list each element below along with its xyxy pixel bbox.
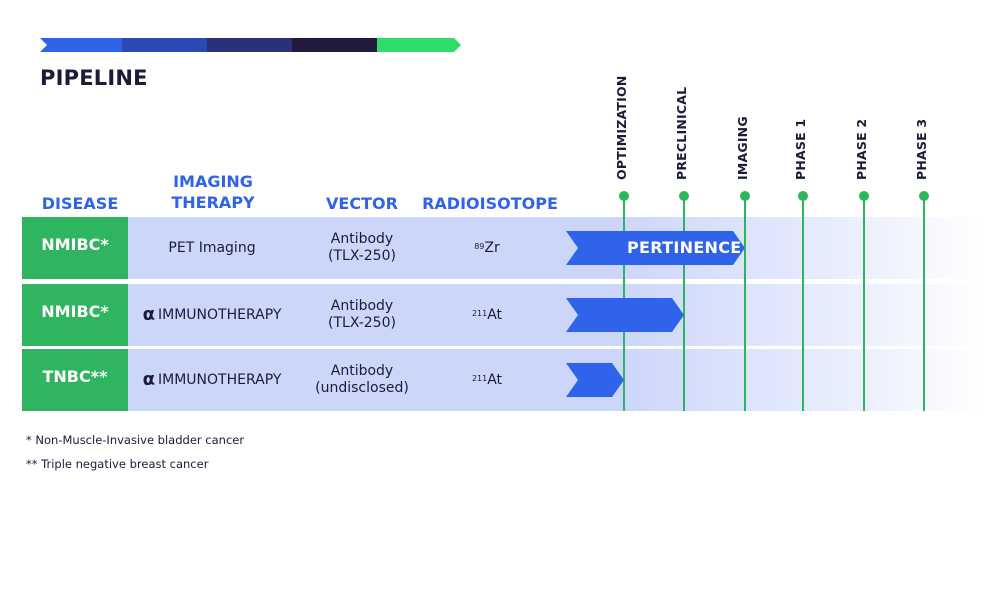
vector-vector-line1: Antibody: [330, 231, 394, 247]
stage-dot: [679, 191, 689, 201]
vector-vector-line2: (TLX-250): [328, 248, 396, 264]
header-disease: DISEASE: [41, 194, 119, 213]
header-imaging-therapy: IMAGING THERAPY: [143, 171, 283, 213]
stage-line: [683, 195, 685, 411]
strip-segment-4: [292, 38, 377, 52]
therapy-cell: PET Imaging: [132, 217, 292, 279]
vector-cell: Antibody(TLX-250): [302, 217, 422, 279]
footnote-2: ** Triple negative breast cancer: [26, 457, 209, 471]
disease-cell: TNBC**: [22, 349, 128, 411]
disease-cell: NMIBC*: [22, 217, 128, 279]
isotope-symbol: At: [487, 306, 503, 323]
strip-segment-2: [122, 38, 207, 52]
stage-label-text: PRECLINICAL: [674, 86, 689, 180]
progress-bar-label: PERTINENCE: [627, 238, 742, 257]
isotope-mass: 89: [474, 241, 485, 251]
alpha-icon: α: [142, 303, 155, 325]
vector-vector-line1: Antibody: [330, 363, 394, 379]
stage-dot: [859, 191, 869, 201]
therapy-text: IMMUNOTHERAPY: [158, 371, 282, 388]
isotope-mass: 211: [471, 308, 488, 318]
therapy-text: PET Imaging: [168, 239, 256, 256]
vector-cell: Antibody(TLX-250): [302, 284, 422, 346]
stage-line: [863, 195, 865, 411]
strip-segment-3: [207, 38, 292, 52]
header-radioisotope: RADIOISOTOPE: [422, 194, 558, 213]
stage-dot: [619, 191, 629, 201]
isotope-symbol: At: [487, 371, 503, 388]
disease-cell: NMIBC*: [22, 284, 128, 346]
progress-bar: PERTINENCE: [566, 231, 745, 265]
stage-line: [802, 195, 804, 411]
vector-vector-line1: Antibody: [330, 298, 394, 314]
vector-vector-line2: (undisclosed): [315, 380, 409, 396]
stage-dot: [740, 191, 750, 201]
header-imaging-therapy-line2: THERAPY: [171, 193, 255, 212]
stage-line: [744, 195, 746, 411]
vector-vector-line2: (TLX-250): [328, 315, 396, 331]
stage-dot: [919, 191, 929, 201]
color-strip: [40, 38, 461, 52]
page-title: PIPELINE: [40, 66, 148, 90]
stage-label-text: IMAGING: [735, 116, 750, 180]
vector-cell: Antibody(undisclosed): [302, 349, 422, 411]
stage-label-text: PHASE 3: [914, 118, 929, 180]
stage-dot: [798, 191, 808, 201]
strip-segment-5: [377, 38, 461, 52]
isotope-mass: 211: [471, 373, 488, 383]
alpha-icon: α: [142, 368, 155, 390]
stage-label-text: PHASE 1: [793, 118, 808, 180]
header-imaging-therapy-line1: IMAGING: [173, 172, 253, 191]
header-vector: VECTOR: [326, 194, 398, 213]
stage-label-text: OPTIMIZATION: [614, 75, 629, 181]
stage-line: [923, 195, 925, 411]
therapy-text: IMMUNOTHERAPY: [158, 306, 282, 323]
isotope-symbol: Zr: [484, 239, 500, 256]
progress-bar: [566, 298, 684, 332]
stage-label-text: PHASE 2: [854, 118, 869, 180]
strip-segment-1: [40, 38, 122, 52]
footnote-1: * Non-Muscle-Invasive bladder cancer: [26, 433, 245, 447]
